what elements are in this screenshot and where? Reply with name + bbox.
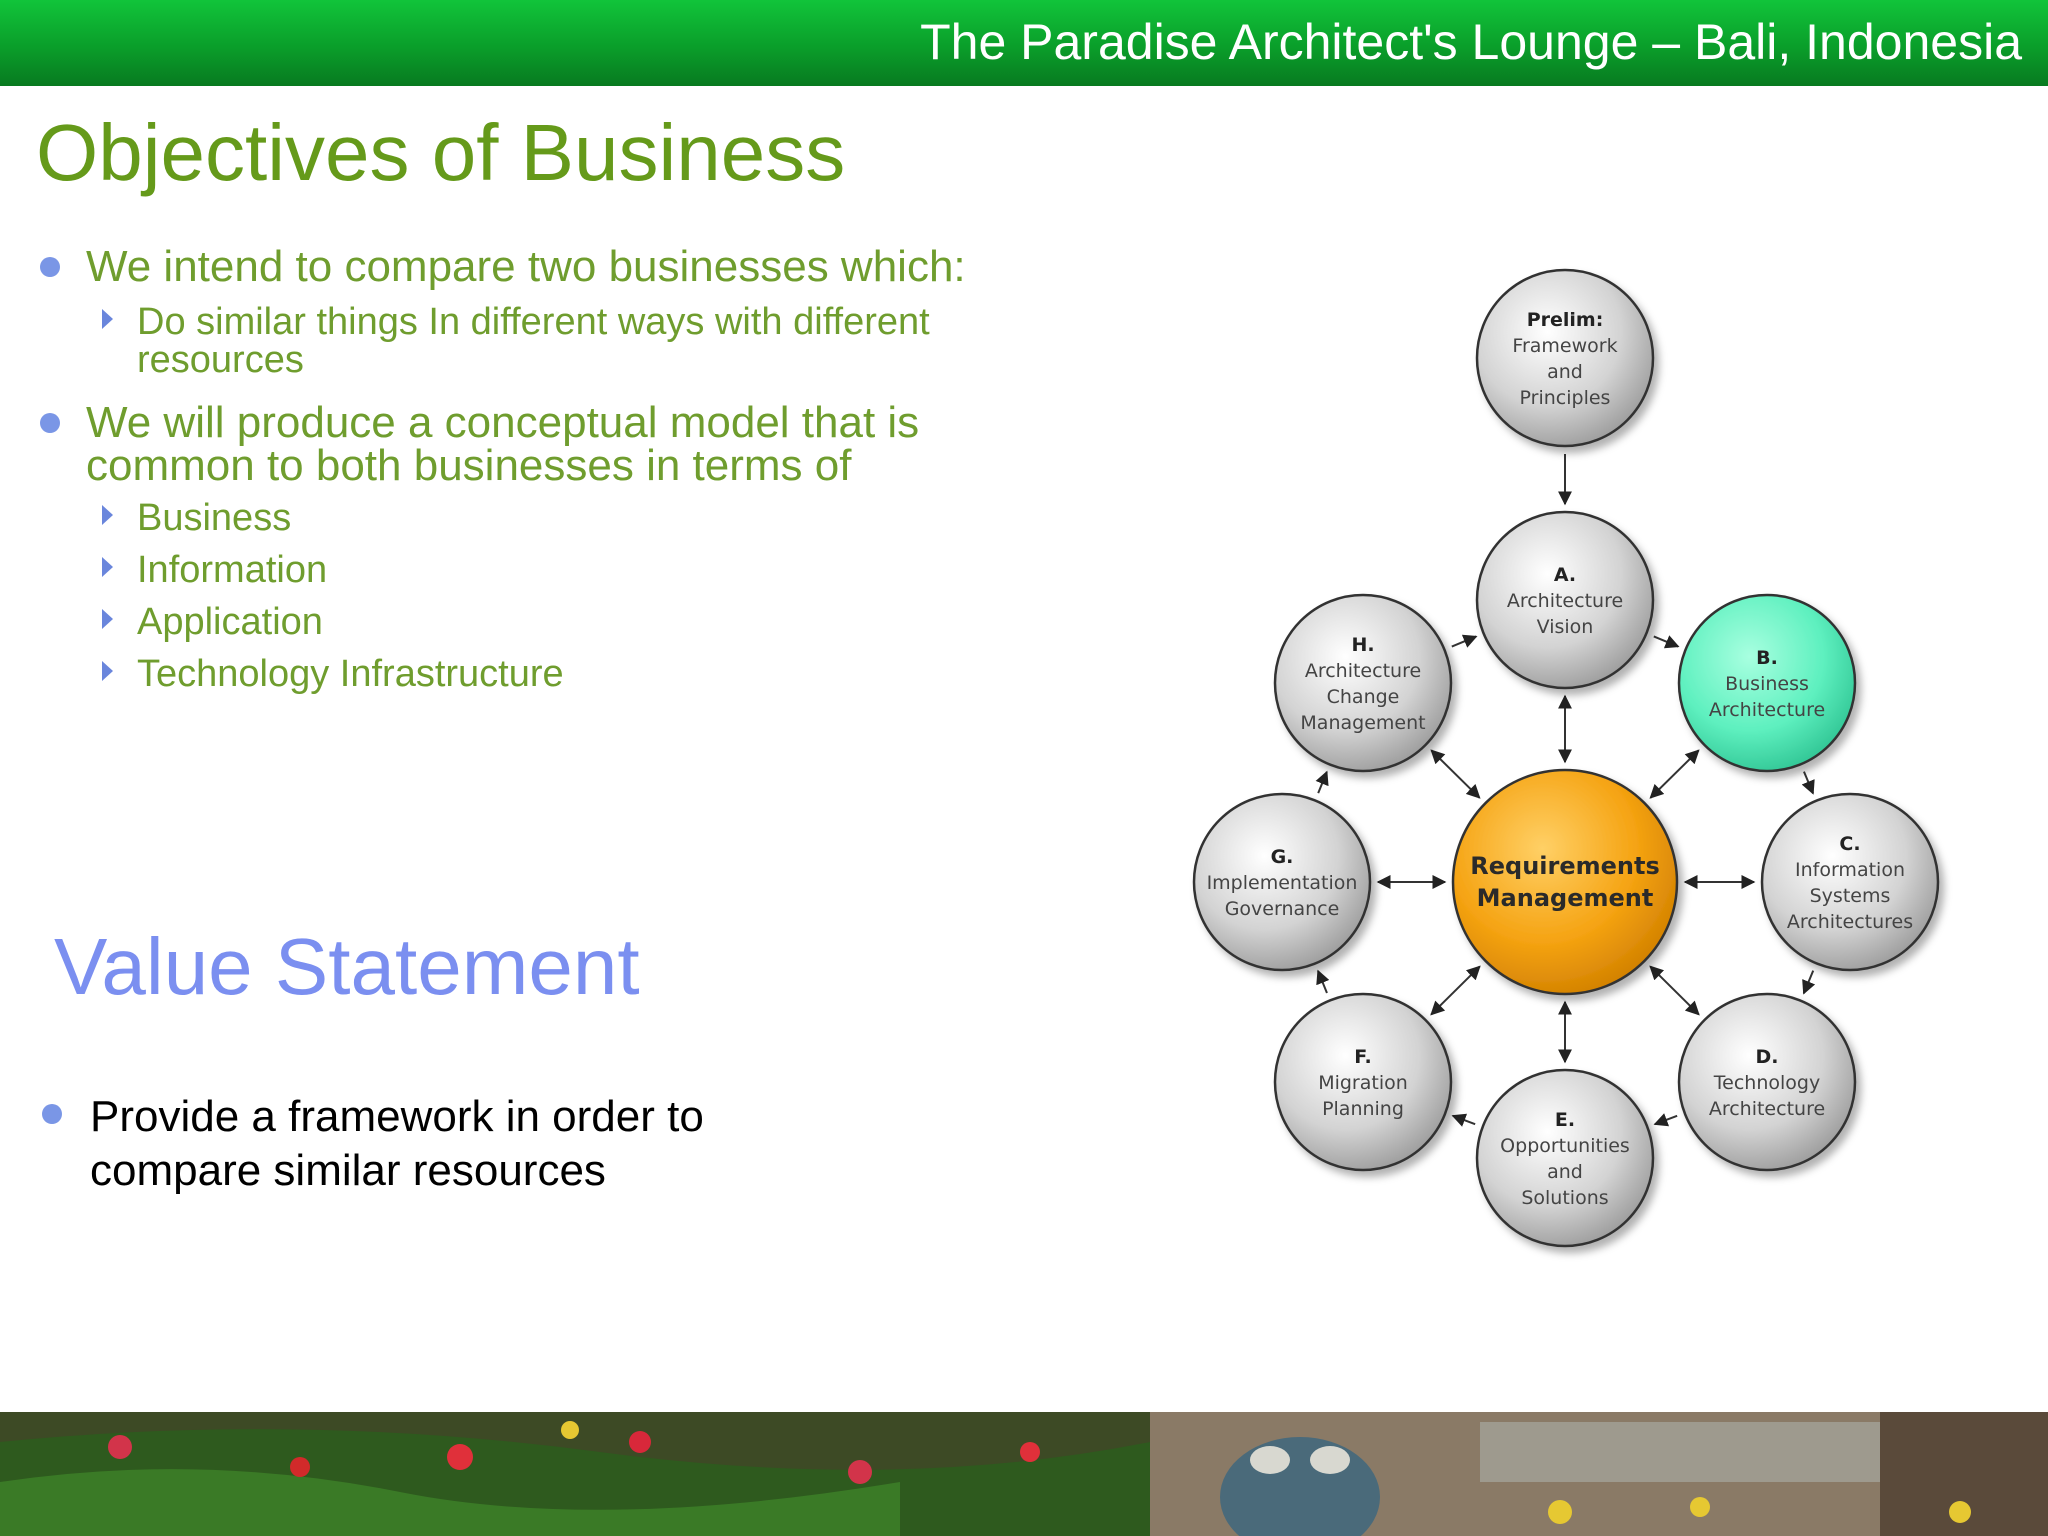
phase-node-a (1475, 510, 1655, 690)
bullet-2-line-2: common to both businesses in terms of (86, 441, 852, 490)
phase-node-g-label-line-3: Governance (1225, 898, 1340, 920)
phase-node-f-label-line-1: F. (1354, 1046, 1371, 1068)
phase-node-d-label-line-1: D. (1756, 1046, 1779, 1068)
sub-bullet-arrow-icon (102, 505, 113, 525)
phase-node-prelim-label-line-4: Principles (1520, 387, 1611, 409)
phase-node-prelim-label-line-1: Prelim: (1527, 309, 1604, 331)
sub-bullet-application: Application (137, 601, 323, 643)
objectives-title: Objectives of Business (36, 108, 846, 197)
value-line-2: compare similar resources (90, 1146, 606, 1195)
phase-node-b-label-line-3: Architecture (1709, 699, 1825, 721)
garden-photo-svg (0, 1412, 2048, 1536)
phase-node-d-label-line-3: Architecture (1709, 1098, 1825, 1120)
header-bar: The Paradise Architect's Lounge – Bali, … (0, 0, 2048, 86)
sub-bullet-technology-infrastructure: Technology Infrastructure (137, 653, 564, 695)
phase-node-h-label-line-4: Management (1300, 712, 1425, 734)
phase-node-d (1677, 992, 1857, 1172)
sub-bullet-arrow-icon (102, 309, 113, 329)
value-statement-text: Provide a framework in order to compare … (90, 1090, 704, 1198)
phase-node-f-label-line-3: Planning (1322, 1098, 1404, 1120)
connector-d-center (1649, 965, 1700, 1016)
phase-node-f-label-line-2: Migration (1318, 1072, 1408, 1094)
phase-node-g-label-line-1: G. (1271, 846, 1294, 868)
phase-node-c (1760, 792, 1940, 972)
bullet-dot-icon (40, 257, 60, 277)
phase-node-d-label-line-2: Technology (1713, 1072, 1820, 1094)
connector-h-center (1430, 749, 1481, 799)
bullet-1-text: We intend to compare two businesses whic… (86, 242, 966, 291)
phase-node-c-label-line-2: Information (1795, 859, 1905, 881)
phase-node-e-label-line-4: Solutions (1521, 1187, 1608, 1209)
phase-node-h-label-line-1: H. (1351, 634, 1374, 656)
phase-node-f (1273, 992, 1453, 1172)
phase-node-e (1475, 1068, 1655, 1248)
connector-g-h (1315, 770, 1329, 794)
value-line-1: Provide a framework in order to (90, 1092, 704, 1141)
diagram-connectors (1315, 454, 1816, 1127)
phase-node-e-label-line-2: Opportunities (1500, 1135, 1630, 1157)
sub-bullet-1-1-line-2: resources (137, 339, 304, 381)
bullet-dot-icon (40, 413, 60, 433)
phase-node-a-label-line-1: A. (1554, 564, 1576, 586)
phase-node-c-label-line-4: Architectures (1787, 911, 1913, 933)
phase-node-h-label-line-2: Architecture (1305, 660, 1421, 682)
connector-f-g (1316, 969, 1330, 994)
phase-node-c-label-line-3: Systems (1810, 885, 1891, 907)
adm-cycle-svg: Prelim:FrameworkandPrinciplesA.Architect… (1192, 268, 1940, 1248)
phase-node-b-label-line-2: Business (1725, 673, 1809, 695)
connector-b-center (1649, 749, 1700, 799)
phase-node-prelim-label-line-3: and (1547, 361, 1583, 383)
value-statement-title: Value Statement (54, 922, 640, 1011)
requirements-management-label-line-1: Requirements (1470, 852, 1660, 880)
phase-node-a-label-line-3: Vision (1537, 616, 1594, 638)
sub-bullet-1-1-line-1: Do similar things In different ways with… (137, 301, 930, 343)
header-title: The Paradise Architect's Lounge – Bali, … (920, 14, 2022, 70)
connector-b-c (1801, 771, 1815, 795)
phase-node-prelim-label-line-2: Framework (1512, 335, 1617, 357)
connector-f-center (1430, 965, 1481, 1016)
connector-d-e (1653, 1113, 1678, 1127)
sub-bullet-arrow-icon (102, 609, 113, 629)
phase-node-a-label-line-2: Architecture (1507, 590, 1623, 612)
phase-node-h (1273, 593, 1453, 773)
phase-node-g-label-line-2: Implementation (1207, 872, 1358, 894)
sub-bullet-arrow-icon (102, 661, 113, 681)
garden-photo (0, 1412, 2048, 1536)
connector-c-d (1802, 970, 1816, 995)
bullet-dot-icon (42, 1104, 62, 1124)
connector-a-b (1653, 635, 1680, 649)
connector-h-a (1451, 634, 1478, 648)
sub-bullet-arrow-icon (102, 557, 113, 577)
objectives-bullet-list: We intend to compare two businesses whic… (0, 0, 1060, 760)
bullet-2-line-1: We will produce a conceptual model that … (86, 398, 920, 447)
requirements-management-label-line-2: Management (1477, 884, 1654, 912)
phase-node-h-label-line-3: Change (1327, 686, 1400, 708)
phase-node-b (1677, 593, 1857, 773)
phase-node-g (1192, 792, 1372, 972)
diagram-nodes: Prelim:FrameworkandPrinciplesA.Architect… (1192, 268, 1940, 1248)
phase-node-b-label-line-1: B. (1756, 647, 1778, 669)
phase-node-c-label-line-1: C. (1839, 833, 1860, 855)
sub-bullet-business: Business (137, 497, 292, 539)
connector-e-f (1451, 1113, 1476, 1127)
sub-bullet-information: Information (137, 549, 328, 591)
requirements-management-node (1451, 768, 1679, 996)
phase-node-prelim (1475, 268, 1655, 448)
phase-node-e-label-line-1: E. (1555, 1109, 1575, 1131)
phase-node-e-label-line-3: and (1547, 1161, 1583, 1183)
